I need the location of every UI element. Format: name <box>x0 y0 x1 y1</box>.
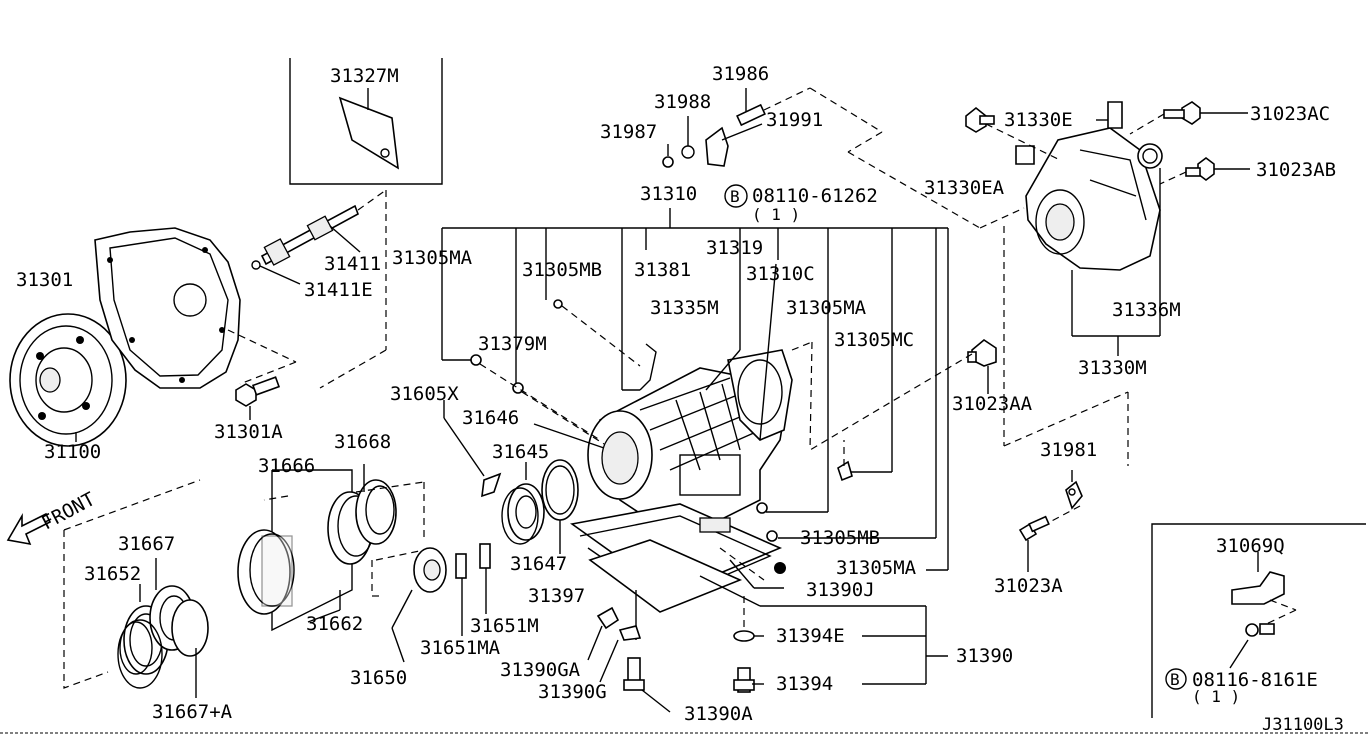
label-31301a: 31301A <box>214 421 283 443</box>
label-31305ma-c: 31305MA <box>836 557 917 579</box>
label-31023a: 31023A <box>994 575 1063 597</box>
label-31327m: 31327M <box>330 65 399 87</box>
label-31987: 31987 <box>600 121 657 143</box>
label-31394: 31394 <box>776 673 833 695</box>
torque-converter <box>9 313 127 447</box>
label-31023ab: 31023AB <box>1256 159 1336 181</box>
label-31023aa: 31023AA <box>952 393 1033 415</box>
label-31650: 31650 <box>350 667 407 689</box>
label-08116-mark: B <box>1170 670 1180 689</box>
bolts-top-right <box>809 101 1250 451</box>
oil-pump <box>371 543 491 663</box>
label-08116-8161e: 08116-8161E <box>1192 669 1318 691</box>
detent-parts <box>662 87 1025 229</box>
label-31069q: 31069Q <box>1216 535 1285 557</box>
label-31411e: 31411E <box>304 279 373 301</box>
callout-labels: 31327M 31986 31988 31987 31991 31310 B 0… <box>16 63 1344 735</box>
label-31662: 31662 <box>306 613 363 635</box>
oil-pan <box>570 503 783 613</box>
label-31666: 31666 <box>258 455 315 477</box>
label-31667a: 31667+A <box>152 701 233 723</box>
bracket-31981 <box>1003 226 1129 572</box>
label-31100: 31100 <box>44 441 101 463</box>
label-08116-qty: ( 1 ) <box>1192 687 1240 706</box>
drain-parts <box>587 559 948 713</box>
label-31336m: 31336M <box>1112 299 1181 321</box>
label-31379m: 31379M <box>478 333 547 355</box>
front-arrow <box>6 512 52 546</box>
label-31335m: 31335M <box>650 297 719 319</box>
label-31310: 31310 <box>640 183 697 205</box>
label-31645: 31645 <box>492 441 549 463</box>
label-31986: 31986 <box>712 63 769 85</box>
label-31988: 31988 <box>654 91 711 113</box>
label-31390ga: 31390GA <box>500 659 581 681</box>
seals-31645 <box>443 400 605 554</box>
label-31319: 31319 <box>706 237 763 259</box>
label-31667: 31667 <box>118 533 175 555</box>
label-31651m: 31651M <box>470 615 539 637</box>
gears-31667 <box>63 479 209 698</box>
label-31305ma-a: 31305MA <box>392 247 473 269</box>
transmission-case <box>587 349 793 521</box>
label-08110-mark: B <box>730 187 740 206</box>
label-31981: 31981 <box>1040 439 1097 461</box>
label-31390a: 31390A <box>684 703 753 725</box>
label-31646: 31646 <box>462 407 519 429</box>
label-31652: 31652 <box>84 563 141 585</box>
clutch-assembly <box>237 464 425 632</box>
label-31330m: 31330M <box>1078 357 1147 379</box>
label-31023ac: 31023AC <box>1250 103 1330 125</box>
label-31394e: 31394E <box>776 625 845 647</box>
converter-housing <box>94 227 297 389</box>
label-31651ma: 31651MA <box>420 637 501 659</box>
label-31390j: 31390J <box>806 579 875 601</box>
case-callout-bracket <box>441 208 949 574</box>
extension-housing <box>1025 127 1163 356</box>
label-31411: 31411 <box>324 253 381 275</box>
bolt-31301a <box>235 376 281 420</box>
label-31310c: 31310C <box>746 263 815 285</box>
inset-31327m <box>289 58 443 185</box>
label-31305mc: 31305MC <box>834 329 914 351</box>
label-31647: 31647 <box>510 553 567 575</box>
label-08110-qty: ( 1 ) <box>752 205 800 224</box>
label-31381: 31381 <box>634 259 691 281</box>
label-31668: 31668 <box>334 431 391 453</box>
label-31390: 31390 <box>956 645 1013 667</box>
label-31390g: 31390G <box>538 681 607 703</box>
inset-31069q <box>1151 523 1366 718</box>
label-31305mb-a: 31305MB <box>522 259 602 281</box>
input-shaft <box>251 189 387 389</box>
diagram-code: J31100L3 <box>1262 715 1344 735</box>
label-31305ma-b: 31305MA <box>786 297 867 319</box>
label-31305mb-b: 31305MB <box>800 527 880 549</box>
label-31991: 31991 <box>766 109 823 131</box>
label-31330e: 31330E <box>1004 109 1073 131</box>
label-31330ea: 31330EA <box>924 177 1005 199</box>
label-31301: 31301 <box>16 269 73 291</box>
front-label: FRONT <box>38 488 99 534</box>
label-08110-61262: 08110-61262 <box>752 185 878 207</box>
label-31397: 31397 <box>528 585 585 607</box>
label-31605x: 31605X <box>390 383 459 405</box>
